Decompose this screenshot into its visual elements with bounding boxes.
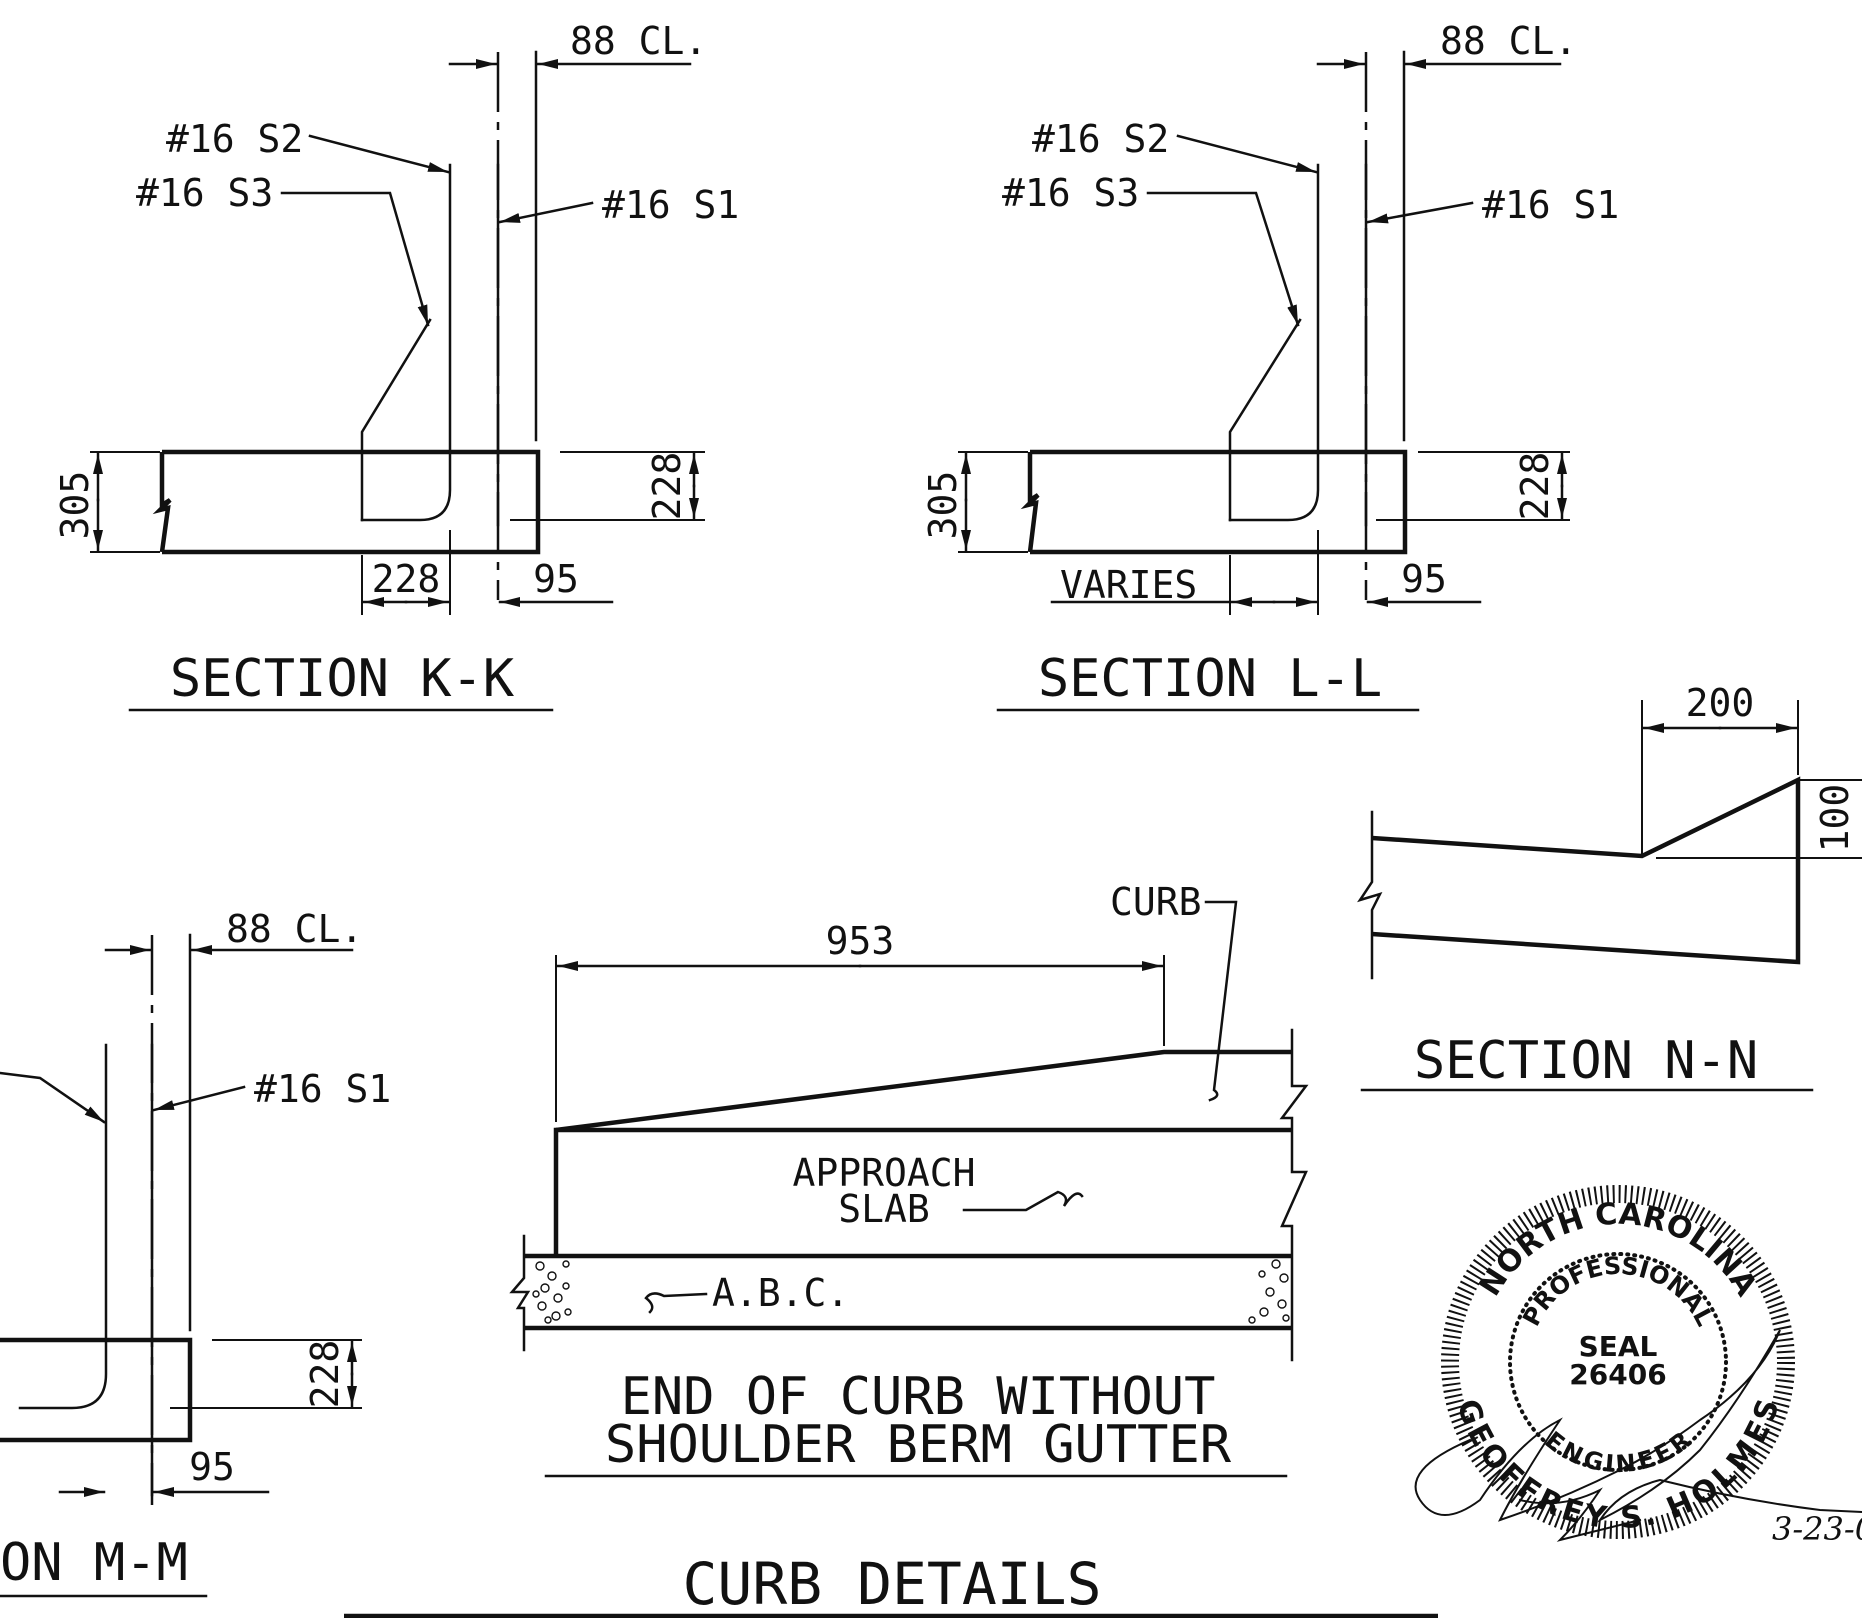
- abc-aggregate-right: [1248, 1259, 1290, 1324]
- kk-bar-s1-label: #16 S1: [602, 183, 739, 227]
- eoc-title-line2: SHOULDER BERM GUTTER: [605, 1415, 1232, 1475]
- ll-clearance-label: 88 CL.: [1440, 19, 1577, 63]
- eoc-label-approach-1: APPROACH: [792, 1151, 975, 1195]
- kk-bar-s2-label: #16 S2: [166, 117, 303, 161]
- nn-dim-100: 100: [1813, 784, 1857, 853]
- mm-title: ON M-M: [0, 1533, 188, 1593]
- section-nn: 200 100 SECTION N-N: [1357, 681, 1862, 1092]
- nn-title: SECTION N-N: [1414, 1031, 1758, 1091]
- kk-dim-228-width: 228: [372, 557, 441, 601]
- mm-bar-s1-label: #16 S1: [254, 1067, 391, 1111]
- ll-dim-228-height: 228: [1513, 452, 1557, 521]
- section-kk: 88 CL. #16 S2 #16 S3 #16 S1 305 228 228 …: [53, 19, 739, 712]
- ll-dim-305: 305: [921, 471, 965, 540]
- kk-dim-228-height: 228: [645, 452, 689, 521]
- signature: [1414, 1329, 1862, 1523]
- ll-title: SECTION L-L: [1038, 649, 1382, 709]
- ll-bar-s2-label: #16 S2: [1032, 117, 1169, 161]
- kk-dim-305: 305: [53, 471, 97, 540]
- seal-state: NORTH CAROLINA: [1472, 1197, 1764, 1303]
- engineer-seal: NORTH CAROLINA PROFESSIONAL GEOFFREY S. …: [1414, 1185, 1862, 1548]
- kk-clearance-label: 88 CL.: [570, 19, 707, 63]
- end-of-curb: 953 CURB APPROACH SLAB A.B.C. END OF CUR…: [509, 880, 1309, 1478]
- nn-dim-200: 200: [1686, 681, 1755, 725]
- mm-dim-228-height: 228: [303, 1340, 347, 1409]
- seal-date: 3-23-0: [1772, 1510, 1862, 1548]
- seal-number: 26406: [1569, 1358, 1666, 1391]
- kk-dim-95: 95: [533, 557, 579, 601]
- eoc-dim-953: 953: [826, 919, 895, 963]
- ll-bar-s3-label: #16 S3: [1002, 171, 1139, 215]
- ll-dim-varies: VARIES: [1060, 563, 1197, 607]
- seal-professional: PROFESSIONAL: [1517, 1252, 1719, 1331]
- eoc-label-abc: A.B.C.: [712, 1271, 849, 1315]
- abc-aggregate-left: [532, 1260, 572, 1324]
- eoc-label-approach-2: SLAB: [838, 1187, 930, 1231]
- mm-dim-95: 95: [189, 1445, 235, 1489]
- seal-label: SEAL: [1579, 1330, 1658, 1363]
- main-title-block: CURB DETAILS: [344, 1550, 1438, 1618]
- kk-bar-s3-label: #16 S3: [136, 171, 273, 215]
- kk-title: SECTION K-K: [170, 649, 515, 709]
- mm-clearance-label: 88 CL.: [226, 907, 363, 951]
- ll-bar-s1-label: #16 S1: [1482, 183, 1619, 227]
- ll-dim-95: 95: [1401, 557, 1447, 601]
- section-mm: 88 CL. #16 S1 228 95 ON M-M: [0, 907, 391, 1598]
- eoc-label-curb: CURB: [1110, 880, 1202, 924]
- main-title: CURB DETAILS: [682, 1550, 1101, 1618]
- section-ll: 88 CL. #16 S2 #16 S3 #16 S1 305 228 VARI…: [921, 19, 1619, 712]
- eoc-title-line1: END OF CURB WITHOUT: [621, 1367, 1216, 1427]
